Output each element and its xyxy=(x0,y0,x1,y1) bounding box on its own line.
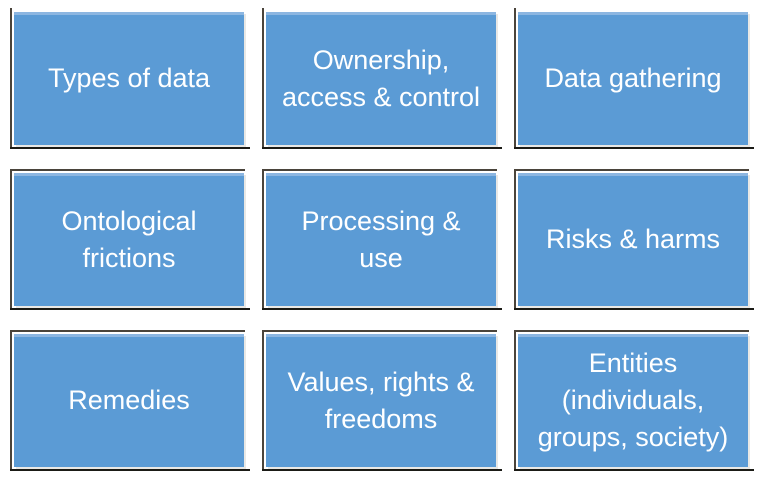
card-entities: Entities (individuals, groups, society) xyxy=(514,330,754,471)
card-ontological-frictions: Ontological frictions xyxy=(10,169,250,310)
card-label: Ontological frictions xyxy=(61,205,197,273)
card-label: Processing & use xyxy=(301,205,461,273)
card-types-of-data: Types of data xyxy=(10,8,250,149)
card-label: Values, rights & freedoms xyxy=(287,366,475,434)
card-label: Risks & harms xyxy=(545,224,721,254)
card-label: Ownership, access & control xyxy=(281,44,481,112)
card-data-gathering: Data gathering xyxy=(514,8,754,149)
card-label: Remedies xyxy=(68,385,190,415)
card-values-rights-freedoms: Values, rights & freedoms xyxy=(262,330,502,471)
card-label: Entities (individuals, groups, society) xyxy=(537,348,729,452)
card-label: Types of data xyxy=(47,63,211,93)
card-ownership-access-control: Ownership, access & control xyxy=(262,8,502,149)
card-processing-use: Processing & use xyxy=(262,169,502,310)
card-label: Data gathering xyxy=(544,63,722,93)
card-risks-harms: Risks & harms xyxy=(514,169,754,310)
card-remedies: Remedies xyxy=(10,330,250,471)
